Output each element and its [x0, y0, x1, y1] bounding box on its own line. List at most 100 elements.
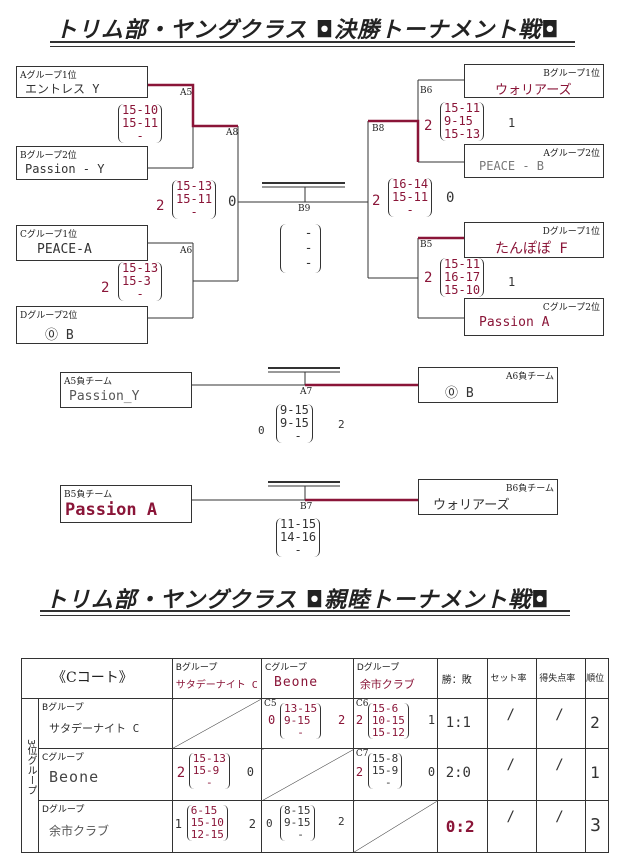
team-rank-label: B5負チーム: [64, 490, 113, 500]
row-b-pointrate: /: [555, 707, 564, 723]
row-c-d-sets-left: 2: [355, 765, 364, 779]
score-b8: 16-14 15-11 -: [388, 178, 433, 217]
score-b6: 15-11 9-15 15-13: [440, 102, 485, 141]
row-d-setrate: /: [506, 809, 515, 825]
team-name: たんぽぽ F: [495, 241, 568, 257]
row-team-c: Beone: [49, 768, 100, 786]
team-rank-label: Cグループ1位: [20, 230, 78, 240]
col-team-b: サタデーナイト C: [175, 680, 258, 691]
sets-b5-left: 2: [424, 270, 433, 286]
right-team-4: Cグループ2位 Passion A: [464, 298, 604, 336]
header-setrate: セット率: [490, 674, 527, 684]
friendly-title: トリム部・ヤングクラス ◘親睦トーナメント戦◘: [45, 587, 550, 613]
row-d-b-scores: 6-15 15-10 12-15: [186, 805, 228, 841]
col-group-c: Cグループ: [265, 663, 307, 673]
match-label-a6: A6: [180, 246, 193, 256]
team-name: ウォリアーズ: [495, 83, 572, 98]
row-d-winloss: 0:2: [445, 817, 475, 836]
final-title: トリム部・ヤングクラス ◘決勝トーナメント戦◘: [55, 17, 560, 43]
score-b9: - - -: [280, 224, 322, 273]
court-label: 《Cコート》: [52, 670, 133, 686]
row-c-b-sets-right: 0: [246, 765, 254, 779]
row-b-d-sets-right: 1: [427, 713, 436, 727]
team-name: PEACE-A: [37, 242, 92, 257]
row-d-b-sets-right: 2: [248, 817, 256, 831]
row-team-d: 余市クラブ: [49, 824, 110, 838]
col-team-d: 余市クラブ: [359, 678, 415, 691]
col-group-b: Bグループ: [175, 663, 218, 673]
team-name: ⓪ B: [45, 328, 74, 343]
col-group-d: Dグループ: [356, 663, 400, 673]
sets-a7-left: 0: [258, 424, 265, 437]
score-a7: 9-15 9-15 -: [276, 404, 313, 443]
right-team-3: Dグループ1位 たんぽぽ F: [464, 222, 604, 258]
team-name: ⓪ B: [445, 386, 474, 401]
friendly-league-table: 《Cコート》 Bグループ サタデーナイト C Cグループ Beone Dグループ…: [21, 658, 609, 853]
team-rank-label: Cグループ2位: [542, 303, 600, 313]
match-label-b9: B9: [298, 204, 311, 214]
team-name: エントレス Y: [25, 82, 100, 96]
col-team-c: Beone: [274, 675, 319, 690]
team-rank-label: Bグループ1位: [543, 69, 600, 79]
row-d-rank: 3: [590, 815, 601, 836]
b7-right-team: B6負チーム ウォリアーズ: [418, 479, 558, 515]
diagonal-cell: [352, 800, 438, 853]
match-label-a8: A8: [226, 128, 239, 138]
bracket-lines: [147, 79, 464, 502]
left-team-3: Cグループ1位 PEACE-A: [16, 225, 148, 261]
match-label-c7: C7: [355, 749, 369, 759]
match-label-b8: B8: [372, 124, 385, 134]
team-rank-label: Aグループ2位: [543, 149, 600, 159]
row-c-b-scores: 15-13 15-9 -: [188, 753, 230, 789]
row-b-winloss: 1:1: [445, 715, 471, 731]
team-name: ウォリアーズ: [433, 498, 510, 513]
row-d-c-scores: 8-15 9-15 -: [280, 805, 315, 841]
left-team-1: Aグループ1位 エントレス Y: [16, 66, 148, 98]
right-team-2: Aグループ2位 PEACE - B: [464, 144, 604, 178]
sets-b8-left: 2: [372, 193, 381, 209]
row-group-c: Cグループ: [42, 753, 84, 763]
team-rank-label: B6負チーム: [505, 484, 554, 494]
row-group-b: Bグループ: [42, 703, 84, 713]
row-c-pointrate: /: [555, 757, 564, 773]
sets-b8-right: 0: [446, 190, 455, 206]
score-a5: 15-10 15-11 -: [118, 104, 163, 143]
score-a8: 15-13 15-11 -: [172, 180, 217, 219]
header-winloss: 勝：敗: [441, 675, 472, 686]
header-rank: 順位: [586, 674, 605, 684]
a7-right-team: A6負チーム ⓪ B: [418, 367, 558, 403]
row-c-setrate: /: [506, 757, 515, 773]
team-name: Passion - Y: [25, 162, 105, 176]
row-b-c-scores: 13-15 9-15 -: [280, 703, 322, 739]
diagonal-cell: [261, 748, 354, 801]
team-rank-label: Aグループ1位: [20, 71, 77, 81]
row-d-pointrate: /: [555, 809, 564, 825]
team-rank-label: Dグループ2位: [20, 311, 78, 321]
row-b-d-sets-left: 2: [355, 713, 364, 727]
sets-a8-left: 2: [156, 198, 165, 214]
title-underline: [40, 610, 570, 616]
sets-b5-right: 1: [508, 275, 516, 289]
row-group-d: Dグループ: [42, 805, 85, 815]
row-team-b: サタデーナイト C: [49, 722, 140, 735]
row-b-rank: 2: [590, 713, 600, 732]
row-c-b-sets-left: 2: [176, 765, 186, 781]
b7-left-team: B5負チーム Passion A: [60, 485, 192, 523]
side-label: 3位グループ: [25, 739, 36, 796]
header-pointrate: 得失点率: [539, 674, 576, 684]
score-a6: 15-13 15-3 -: [118, 262, 163, 301]
left-team-4: Dグループ2位 ⓪ B: [16, 306, 148, 344]
row-d-c-sets-left: 0: [266, 817, 273, 830]
team-rank-label: Bグループ2位: [20, 151, 77, 161]
title-underline: [50, 41, 575, 47]
row-b-c-sets-right: 2: [338, 713, 346, 727]
score-b5: 15-11 16-17 15-10: [440, 258, 485, 297]
team-name: PEACE - B: [479, 159, 545, 173]
row-c-d-sets-right: 0: [427, 765, 436, 779]
row-d-c-sets-right: 2: [338, 815, 345, 828]
row-c-d-scores: 15-8 15-9 -: [367, 753, 403, 789]
row-c-winloss: 2:0: [445, 765, 471, 781]
row-d-b-sets-left: 1: [174, 817, 182, 831]
sets-b6-left: 2: [424, 118, 433, 134]
right-team-1: Bグループ1位 ウォリアーズ: [464, 64, 604, 98]
